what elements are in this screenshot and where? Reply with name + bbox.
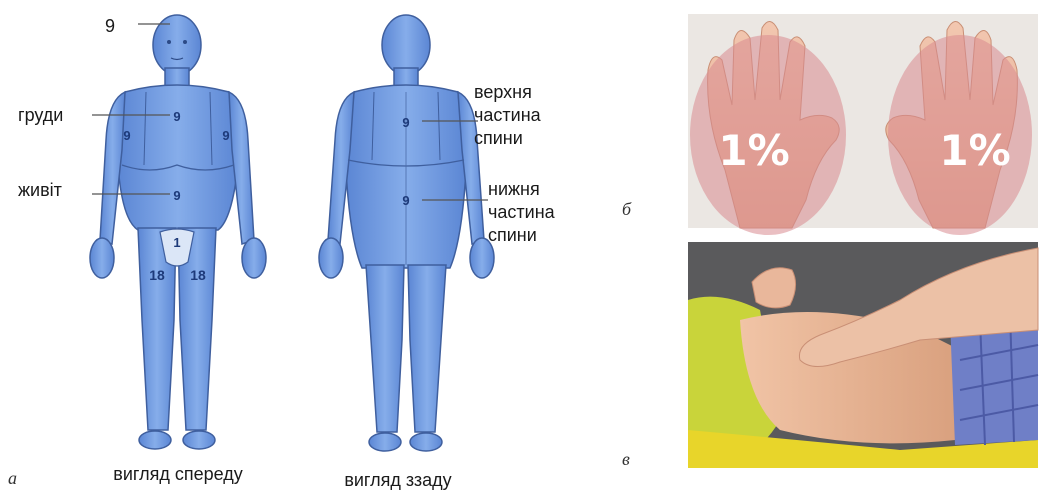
back-head — [382, 15, 430, 75]
front-hand-left — [90, 238, 114, 278]
upper-back-label-line1: верхня — [474, 82, 532, 102]
front-eye-right — [183, 40, 187, 44]
chest-label: груди — [18, 105, 63, 125]
back-view-caption: вигляд ззаду — [344, 470, 451, 490]
front-leg-left-number: 18 — [149, 267, 165, 283]
front-groin-number: 1 — [173, 235, 180, 250]
lower-back-label-line2: частина — [488, 202, 556, 222]
panel-letter-b: б — [622, 199, 632, 219]
front-foot-left — [139, 431, 171, 449]
upper-back-label-line2: частина — [474, 105, 542, 125]
palms-photo: 1% 1% — [688, 14, 1038, 235]
front-arm-right-number: 9 — [222, 128, 229, 143]
front-chest-number: 9 — [173, 109, 180, 124]
front-foot-right — [183, 431, 215, 449]
right-palm-percent: 1% — [939, 126, 1010, 175]
front-eye-left — [167, 40, 171, 44]
abdomen-label: живіт — [18, 180, 62, 200]
back-foot-right — [410, 433, 442, 451]
front-torso — [118, 85, 238, 230]
back-body-figure: 9 9 — [319, 15, 494, 451]
front-arm-left-number: 9 — [123, 128, 130, 143]
lower-back-label-line3: спини — [488, 225, 537, 245]
front-hand-right — [242, 238, 266, 278]
panel-letter-a: а — [8, 468, 17, 488]
back-leg-left — [366, 265, 404, 432]
head-label: 9 — [105, 16, 115, 36]
panel-letter-c: в — [622, 449, 630, 469]
left-palm-percent: 1% — [718, 126, 789, 175]
back-leg-right — [408, 265, 446, 432]
back-lower-number: 9 — [402, 193, 409, 208]
back-hand-left — [319, 238, 343, 278]
back-upper-number: 9 — [402, 115, 409, 130]
abdomen-photo — [688, 242, 1038, 468]
front-body-figure: 9 9 9 9 1 18 18 — [90, 15, 266, 449]
front-leg-right-number: 18 — [190, 267, 206, 283]
lower-back-label-line1: нижня — [488, 179, 540, 199]
front-abdomen-number: 9 — [173, 188, 180, 203]
front-view-caption: вигляд спереду — [113, 464, 242, 484]
back-foot-left — [369, 433, 401, 451]
upper-back-label-line3: спини — [474, 128, 523, 148]
